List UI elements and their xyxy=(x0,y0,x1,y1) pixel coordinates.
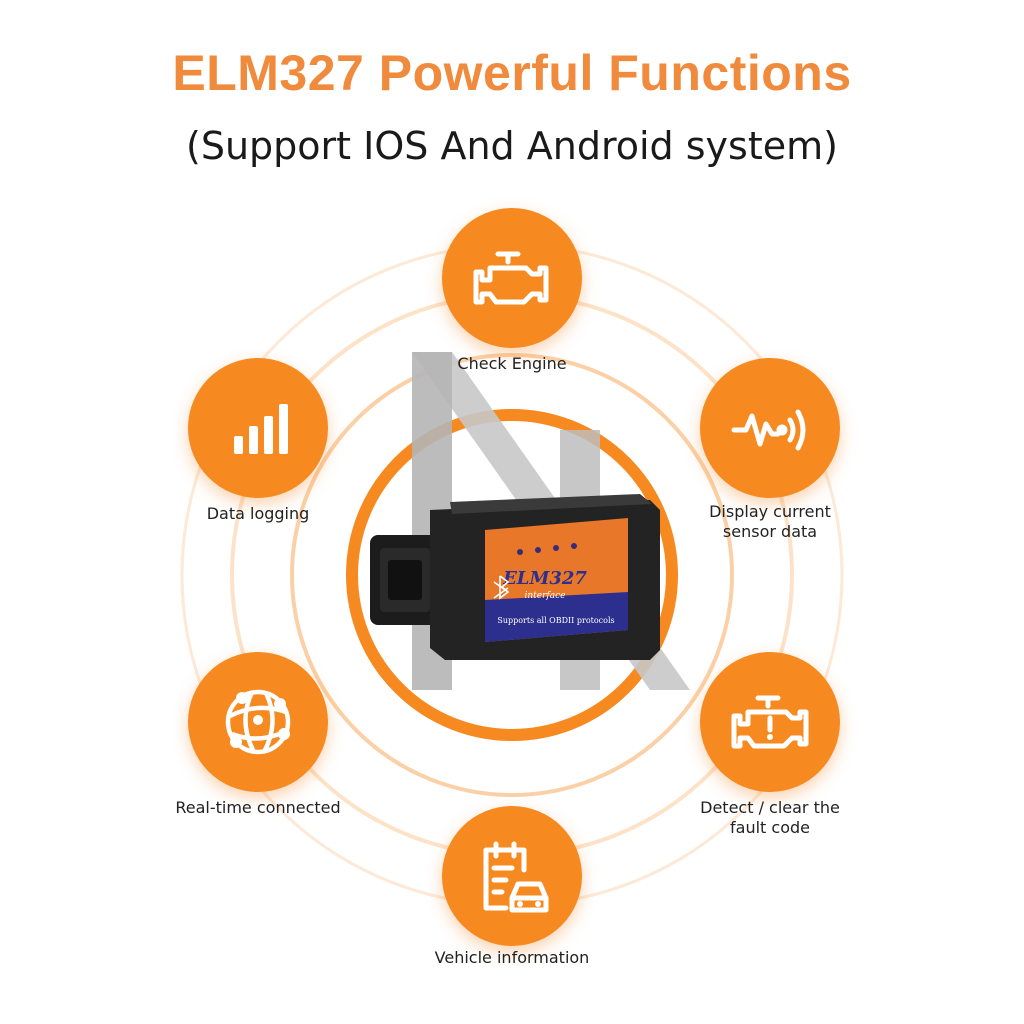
page-title: ELM327 Powerful Functions xyxy=(172,45,852,101)
bar-chart-icon xyxy=(234,404,288,454)
bluetooth-icon xyxy=(493,575,510,600)
vehicle-info-label: Vehicle information xyxy=(434,948,590,967)
fault-code-label: Detect / clear the fault code xyxy=(700,798,840,837)
fault-code-badge xyxy=(700,652,840,792)
network-globe-icon xyxy=(225,689,291,755)
sensor-data-badge xyxy=(700,358,840,498)
clipboard-car-icon xyxy=(483,841,549,913)
realtime-badge xyxy=(188,652,328,792)
sensor-data-label: Display current sensor data xyxy=(709,502,831,541)
engine-warning-icon xyxy=(731,695,809,749)
page-subtitle: (Support IOS And Android system) xyxy=(186,124,838,168)
engine-icon xyxy=(473,251,549,305)
device-tagline: Supports all OBDII protocols xyxy=(497,616,614,625)
device-model-line: interface xyxy=(525,591,566,601)
pulse-signal-icon xyxy=(731,409,806,451)
obd-adapter-device: ELM327 interface Supports all OBDII prot… xyxy=(370,494,660,660)
realtime-label: Real-time connected xyxy=(175,798,341,817)
data-logging-badge xyxy=(188,358,328,498)
check-engine-label: Check Engine xyxy=(457,354,567,373)
data-logging-label: Data logging xyxy=(206,504,310,523)
check-engine-badge xyxy=(442,208,582,348)
device-brand: ELM327 xyxy=(502,568,587,589)
vehicle-info-badge xyxy=(442,806,582,946)
